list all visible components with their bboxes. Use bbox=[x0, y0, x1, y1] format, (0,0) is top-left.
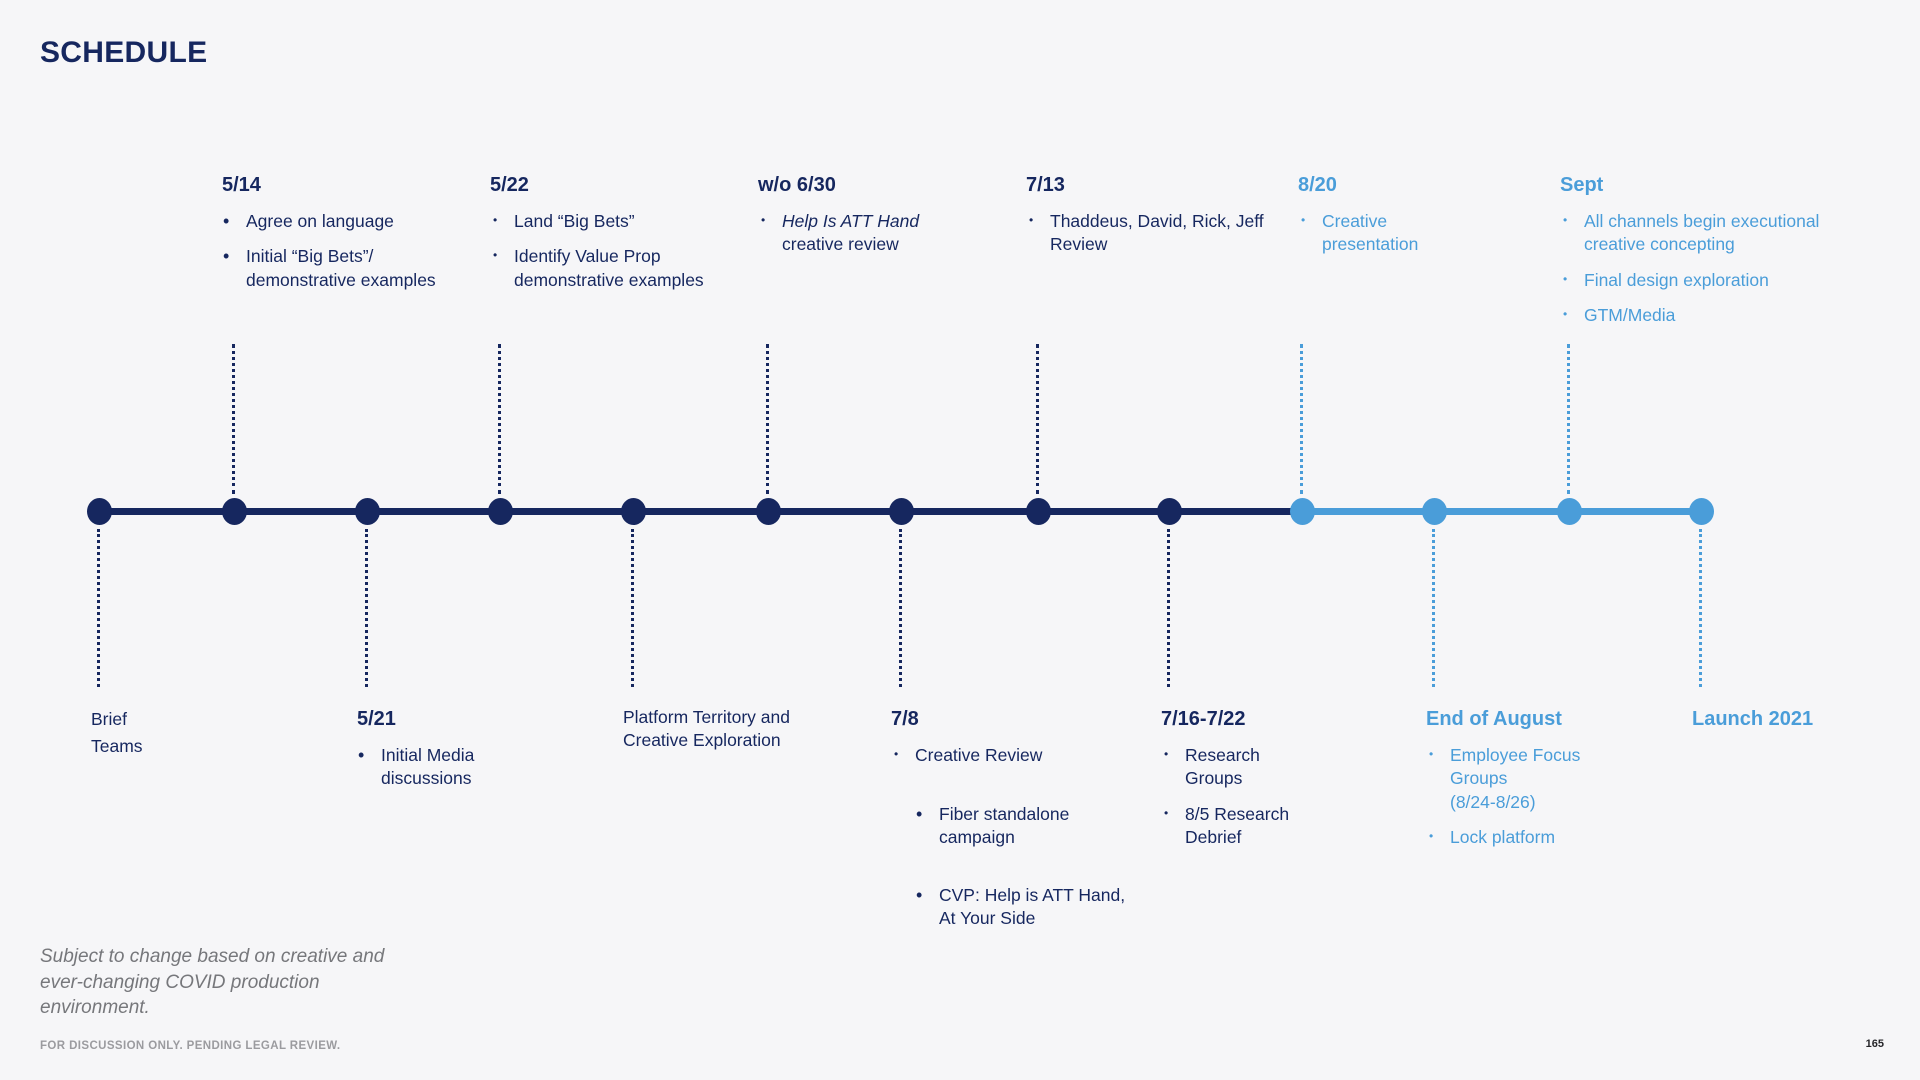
event-list: All channels begin executional creative … bbox=[1560, 210, 1819, 326]
timeline-dot bbox=[1422, 498, 1447, 525]
bottom-event-5-21: 5/21 Initial Media discussions bbox=[357, 706, 474, 803]
event-bullet: Lock platform bbox=[1426, 826, 1580, 849]
dotted-connector-bottom bbox=[1699, 529, 1702, 687]
dotted-connector-bottom bbox=[631, 529, 634, 687]
event-date: 5/21 bbox=[357, 708, 396, 730]
legal-disclaimer: FOR DISCUSSION ONLY. PENDING LEGAL REVIE… bbox=[40, 1040, 341, 1052]
dotted-connector-top bbox=[232, 344, 235, 494]
timeline-dot bbox=[1689, 498, 1714, 525]
event-list: Creative Review Fiber standalone campaig… bbox=[891, 744, 1125, 988]
event-date: w/o 6/30 bbox=[758, 174, 836, 196]
top-event-5-22: 5/22 Land “Big Bets” Identify Value Prop… bbox=[490, 172, 704, 304]
dotted-connector-bottom bbox=[1167, 529, 1170, 687]
event-bullet: Identify Value Prop demonstrative exampl… bbox=[490, 245, 704, 291]
top-event-sept: Sept All channels begin executional crea… bbox=[1560, 172, 1819, 339]
bottom-event-brief-teams: Brief Teams bbox=[91, 706, 143, 760]
event-date: 7/13 bbox=[1026, 174, 1065, 196]
event-bullet: Initial “Big Bets”/ demonstrative exampl… bbox=[222, 245, 436, 291]
event-bullet: Agree on language bbox=[222, 210, 436, 234]
timeline-dot bbox=[756, 498, 781, 525]
event-date: 7/8 bbox=[891, 708, 919, 730]
event-date: 5/14 bbox=[222, 174, 261, 196]
dotted-connector-top bbox=[1300, 344, 1303, 494]
timeline-dot bbox=[87, 498, 112, 525]
event-list: Creative presentation bbox=[1298, 210, 1418, 256]
top-event-7-13: 7/13 Thaddeus, David, Rick, Jeff Review bbox=[1026, 172, 1264, 269]
event-sub-bullet: Fiber standalone campaign bbox=[915, 803, 1125, 849]
dotted-connector-top bbox=[1036, 344, 1039, 494]
event-bullet: Initial Media discussions bbox=[357, 744, 474, 790]
footnote: Subject to change based on creative and … bbox=[40, 946, 385, 1019]
event-date: End of August bbox=[1426, 708, 1562, 730]
timeline-dot bbox=[1026, 498, 1051, 525]
timeline-axis-dark bbox=[99, 508, 1302, 515]
event-bullet: Research Groups bbox=[1161, 744, 1289, 790]
event-bullet: 8/5 Research Debrief bbox=[1161, 803, 1289, 849]
timeline-axis-blue bbox=[1302, 508, 1701, 515]
event-list: Research Groups 8/5 Research Debrief bbox=[1161, 744, 1289, 848]
dotted-connector-top bbox=[766, 344, 769, 494]
dotted-connector-bottom bbox=[899, 529, 902, 687]
event-bullet-text: Creative Review bbox=[915, 745, 1043, 766]
dotted-connector-bottom bbox=[365, 529, 368, 687]
bottom-event-platform-territory: Platform Territory and Creative Explorat… bbox=[623, 706, 790, 752]
event-date: Launch 2021 bbox=[1692, 708, 1814, 730]
dotted-connector-bottom bbox=[97, 529, 100, 687]
dotted-connector-bottom bbox=[1432, 529, 1435, 687]
event-list: Agree on language Initial “Big Bets”/ de… bbox=[222, 210, 436, 291]
bottom-event-7-8: 7/8 Creative Review Fiber standalone cam… bbox=[891, 706, 1125, 1000]
event-list: Thaddeus, David, Rick, Jeff Review bbox=[1026, 210, 1264, 256]
event-bullet: Thaddeus, David, Rick, Jeff Review bbox=[1026, 210, 1264, 256]
event-bullet-italic-text: Help Is ATT Hand bbox=[782, 211, 920, 232]
bottom-event-7-16-7-22: 7/16-7/22 Research Groups 8/5 Research D… bbox=[1161, 706, 1289, 861]
page-number: 165 bbox=[1865, 1038, 1884, 1050]
event-bullet: Creative presentation bbox=[1298, 210, 1418, 256]
event-bullet: GTM/Media bbox=[1560, 304, 1819, 327]
event-bullet: All channels begin executional creative … bbox=[1560, 210, 1819, 256]
page-title: SCHEDULE bbox=[40, 36, 208, 69]
event-date: 7/16-7/22 bbox=[1161, 708, 1246, 730]
event-bullet: Employee Focus Groups (8/24-8/26) bbox=[1426, 744, 1580, 813]
top-event-5-14: 5/14 Agree on language Initial “Big Bets… bbox=[222, 172, 436, 304]
timeline-dot bbox=[889, 498, 914, 525]
top-event-8-20: 8/20 Creative presentation bbox=[1298, 172, 1418, 269]
event-sub-bullet: CVP: Help is ATT Hand, At Your Side bbox=[915, 884, 1125, 930]
event-list: Initial Media discussions bbox=[357, 744, 474, 790]
event-bullet: Final design exploration bbox=[1560, 269, 1819, 292]
timeline-dot bbox=[355, 498, 380, 525]
timeline-dot bbox=[222, 498, 247, 525]
event-list: Employee Focus Groups (8/24-8/26) Lock p… bbox=[1426, 744, 1580, 848]
event-label: Platform Territory and Creative Explorat… bbox=[623, 707, 790, 751]
event-bullet: Land “Big Bets” bbox=[490, 210, 704, 233]
event-bullet-regular-text: creative review bbox=[782, 234, 899, 255]
event-date: Sept bbox=[1560, 174, 1604, 196]
event-list: Land “Big Bets” Identify Value Prop demo… bbox=[490, 210, 704, 291]
event-label: Brief Teams bbox=[91, 709, 143, 757]
event-date: 5/22 bbox=[490, 174, 529, 196]
event-sublist: Fiber standalone campaign CVP: Help is A… bbox=[915, 779, 1125, 965]
timeline-dot bbox=[621, 498, 646, 525]
event-date: 8/20 bbox=[1298, 174, 1337, 196]
timeline-dot bbox=[1557, 498, 1582, 525]
dotted-connector-top bbox=[1567, 344, 1570, 494]
timeline-dot bbox=[488, 498, 513, 525]
timeline-dot bbox=[1290, 498, 1315, 525]
event-bullet: Creative Review Fiber standalone campaig… bbox=[891, 744, 1125, 988]
dotted-connector-top bbox=[498, 344, 501, 494]
timeline-dot bbox=[1157, 498, 1182, 525]
bottom-event-end-of-august: End of August Employee Focus Groups (8/2… bbox=[1426, 706, 1580, 861]
bottom-event-launch-2021: Launch 2021 bbox=[1692, 706, 1813, 744]
